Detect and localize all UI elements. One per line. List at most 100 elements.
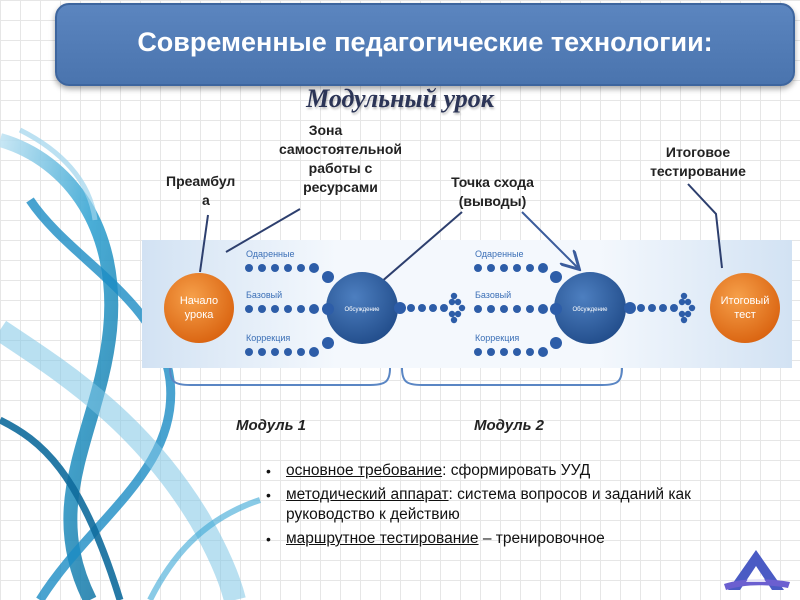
- callout-self-work-zone: Зона самостоятельной работы с ресурсами: [278, 122, 403, 195]
- flow-dot: [284, 264, 292, 272]
- module-2-bracket: [401, 367, 623, 386]
- flow-dot: [245, 305, 253, 313]
- flow-dot: [678, 298, 686, 306]
- flow-dot: [538, 263, 548, 273]
- list-item: • основное требование: сформировать УУД: [262, 461, 782, 481]
- flow-dot: [284, 348, 292, 356]
- flow-dot: [271, 348, 279, 356]
- flow-dot: [271, 264, 279, 272]
- row-label-gifted-m1: Одаренные: [246, 249, 295, 259]
- flow-dot: [454, 310, 462, 318]
- list-item: • маршрутное тестирование – тренировочно…: [262, 529, 782, 549]
- flow-dot: [309, 304, 319, 314]
- requirements-list: • основное требование: сформировать УУД …: [262, 461, 782, 553]
- discussion-label-1: Обсуждение: [345, 307, 381, 313]
- flow-dot: [526, 348, 534, 356]
- flow-dot: [322, 303, 334, 315]
- callout-final-testing: Итоговое тестирование: [650, 144, 746, 179]
- flow-dot: [680, 316, 688, 324]
- page-title: Современные педагогические технологии:: [137, 27, 713, 57]
- flow-dot: [454, 298, 462, 306]
- flow-dot: [500, 348, 508, 356]
- item-term: основное требование: [286, 462, 443, 479]
- flow-dot: [448, 298, 456, 306]
- list-item: • методический аппарат: система вопросов…: [262, 485, 782, 525]
- final-testing-connector: [687, 183, 723, 269]
- flow-dot: [407, 304, 415, 312]
- flow-dot: [322, 337, 334, 349]
- flow-dot: [474, 305, 482, 313]
- start-node-label-2: урока: [185, 309, 215, 321]
- flow-dot: [450, 316, 458, 324]
- flow-dot: [526, 264, 534, 272]
- discussion-node-module-2: [554, 272, 626, 344]
- bullet-marker: •: [266, 531, 271, 547]
- convergence-connector-1: [379, 211, 463, 284]
- flow-dot: [648, 304, 656, 312]
- flow-dot: [284, 305, 292, 313]
- flow-dot: [678, 310, 686, 318]
- flow-dot: [448, 310, 456, 318]
- flow-dot: [297, 264, 305, 272]
- item-term: методический аппарат: [286, 486, 449, 503]
- flow-dot: [538, 347, 548, 357]
- flow-dots: [245, 263, 696, 357]
- row-label-basic-m1: Базовый: [246, 290, 282, 300]
- start-node-label-1: Начало: [180, 295, 218, 307]
- module-1-bracket: [169, 367, 391, 386]
- flow-dot: [487, 348, 495, 356]
- item-text: : сформировать УУД: [442, 462, 591, 479]
- flow-dot: [309, 347, 319, 357]
- flow-dot: [487, 305, 495, 313]
- item-text: : система вопросов и заданий как руковод…: [286, 486, 691, 523]
- row-label-gifted-m2: Одаренные: [475, 249, 524, 259]
- module-1-label: Модуль 1: [236, 417, 307, 434]
- flow-dot: [624, 302, 636, 314]
- flow-dot: [684, 298, 692, 306]
- flow-dot: [271, 305, 279, 313]
- item-text: – тренировочное: [478, 530, 605, 547]
- flow-dot: [680, 292, 688, 300]
- preamble-connector: [199, 214, 209, 273]
- row-label-correction-m1: Коррекция: [246, 333, 290, 343]
- flow-dot: [550, 337, 562, 349]
- flow-dot: [258, 348, 266, 356]
- flow-dot: [538, 304, 548, 314]
- callout-convergence: Точка схода (выводы): [451, 174, 534, 209]
- flow-dot: [500, 264, 508, 272]
- discussion-node-module-1: [326, 272, 398, 344]
- zone-connector: [225, 208, 301, 253]
- convergence-connector-2: [521, 211, 578, 268]
- item-term: маршрутное тестирование: [286, 530, 479, 547]
- bullet-marker: •: [266, 487, 271, 503]
- bullet-marker: •: [266, 463, 271, 479]
- row-label-correction-m2: Коррекция: [475, 333, 519, 343]
- flow-dot: [513, 305, 521, 313]
- flow-dot: [500, 305, 508, 313]
- flow-dot: [322, 271, 334, 283]
- final-test-label-1: Итоговый: [721, 295, 770, 307]
- flow-dot: [550, 271, 562, 283]
- flow-dot: [258, 305, 266, 313]
- flow-dot: [458, 304, 466, 312]
- logo-icon: [724, 550, 790, 590]
- flow-dot: [418, 304, 426, 312]
- flow-dot: [513, 264, 521, 272]
- flow-dot: [474, 348, 482, 356]
- flow-dot: [526, 305, 534, 313]
- flow-dot: [637, 304, 645, 312]
- title-banner: Современные педагогические технологии:: [55, 3, 795, 86]
- flow-dot: [474, 264, 482, 272]
- final-test-node: [710, 273, 780, 343]
- flow-dot: [297, 348, 305, 356]
- flow-dot: [297, 305, 305, 313]
- row-label-basic-m2: Базовый: [475, 290, 511, 300]
- page-subtitle: Модульный урок: [306, 84, 494, 113]
- flow-dot: [245, 348, 253, 356]
- module-2-label: Модуль 2: [474, 417, 545, 434]
- flow-dot: [670, 304, 678, 312]
- flow-dot: [659, 304, 667, 312]
- flow-dot: [487, 264, 495, 272]
